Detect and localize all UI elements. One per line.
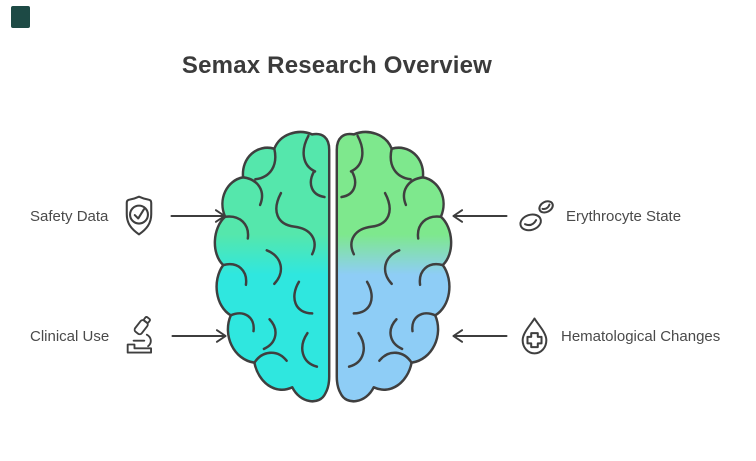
item-label: Clinical Use <box>30 327 110 345</box>
erythrocytes-icon <box>519 200 554 232</box>
blood-drop-cross-icon <box>521 317 548 355</box>
item-erythrocyte-state: Erythrocyte State <box>450 191 681 241</box>
item-label: Hematological Changes <box>561 327 721 345</box>
brain-illustration <box>213 130 453 403</box>
item-label: Safety Data <box>30 207 109 225</box>
shield-check-icon <box>126 195 153 236</box>
arrow-left-icon <box>452 209 508 223</box>
microscope-icon <box>126 316 153 354</box>
brand-mark <box>11 6 30 28</box>
item-safety-data: Safety Data <box>30 191 228 241</box>
item-hematological-changes: Hematological Changes <box>450 311 720 361</box>
item-label: Erythrocyte State <box>566 207 682 225</box>
brain-left-hemisphere <box>213 130 331 403</box>
arrow-right-icon <box>171 329 227 343</box>
item-clinical-use: Clinical Use <box>30 311 229 361</box>
brain-right-hemisphere <box>335 130 453 403</box>
page-title: Semax Research Overview <box>181 52 493 79</box>
arrow-left-icon <box>452 329 508 343</box>
arrow-right-icon <box>170 209 226 223</box>
